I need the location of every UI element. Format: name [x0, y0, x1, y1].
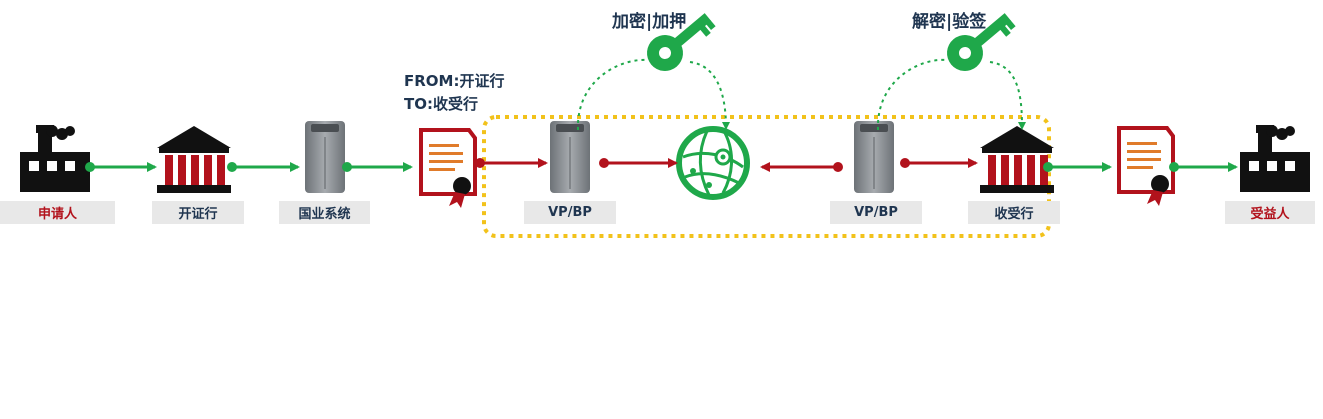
bank-icon: [157, 126, 231, 193]
secure-channel-box: [482, 115, 1051, 238]
green-arrow: [1043, 162, 1112, 172]
green-arrow: [1169, 162, 1238, 172]
dashed-connector: [576, 58, 726, 130]
node-label-receiving-bank: 收受行: [968, 201, 1060, 224]
green-arrow: [227, 162, 300, 172]
certificate-icon: [1117, 126, 1175, 206]
to-label: TO:收受行: [404, 95, 478, 113]
red-arrow: [599, 158, 678, 168]
green-arrow: [85, 162, 157, 172]
red-arrow: [475, 158, 548, 168]
factory-icon: [1240, 125, 1310, 192]
node-label-domestic-system: 国业系统: [279, 201, 370, 224]
encrypt-sign-label: 加密|加押: [612, 12, 687, 32]
node-label-issuing-bank: 开证行: [152, 201, 244, 224]
certificate-icon: [419, 128, 477, 208]
key-icon: [647, 13, 716, 71]
decrypt-verify-label: 解密|验签: [912, 12, 987, 32]
node-label-applicant: 申请人: [0, 201, 115, 224]
node-label-vpbp-left: VP/BP: [524, 201, 616, 224]
node-label-beneficiary: 受益人: [1225, 201, 1315, 224]
key-icon: [947, 13, 1016, 71]
vpbp-server-left-icon: [550, 121, 590, 193]
vpbp-server-right-icon: [854, 121, 894, 193]
server-icon: [305, 121, 345, 193]
red-arrow: [760, 162, 843, 172]
factory-icon: [20, 125, 90, 192]
node-label-vpbp-right: VP/BP: [830, 201, 922, 224]
bank-icon: [980, 126, 1054, 193]
globe-network-icon: [676, 126, 750, 200]
from-label: FROM:开证行: [404, 72, 505, 90]
green-arrow: [342, 162, 413, 172]
dashed-connector: [876, 58, 1022, 130]
red-arrow: [900, 158, 978, 168]
